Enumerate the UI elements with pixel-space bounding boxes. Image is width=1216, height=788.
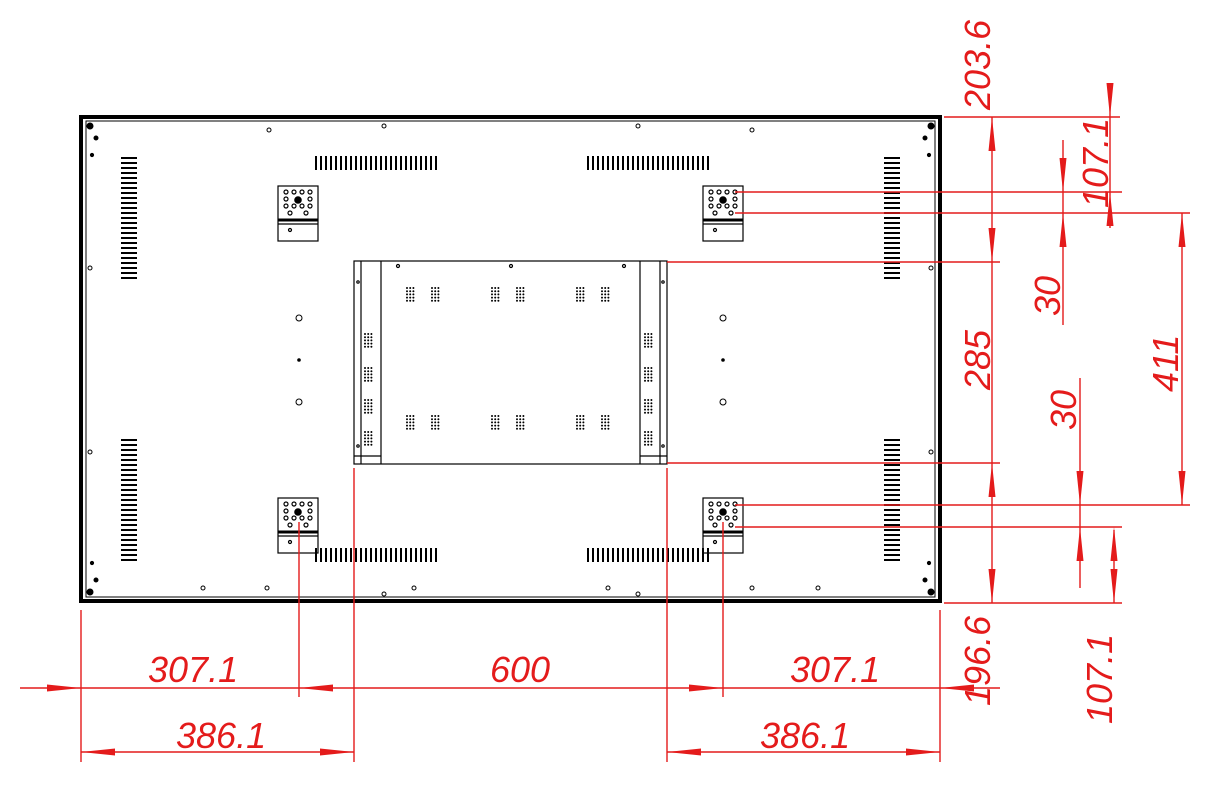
panel-outer-frame: [79, 115, 942, 603]
dim-30-top: 30: [1027, 276, 1068, 316]
dim-411: 411: [1145, 335, 1186, 392]
bracket-bottom-left: [277, 497, 319, 554]
dim-107-1-bottom: 107.1: [1079, 634, 1120, 724]
dim-307-1-right: 307.1: [790, 649, 880, 690]
bracket-top-left: [277, 185, 319, 242]
dim-386-1-left: 386.1: [176, 715, 266, 756]
dimension-arrowheads: [47, 83, 1186, 756]
dim-30-bottom: 30: [1043, 390, 1084, 430]
corner-screws: [86, 122, 935, 596]
dim-107-1-top: 107.1: [1075, 118, 1116, 208]
center-box-vent-dots: [364, 287, 653, 446]
dim-203-6: 203.6: [957, 19, 998, 111]
panel-screws: [87, 123, 934, 597]
panel-inner-frame: [85, 120, 936, 598]
dim-307-1-left: 307.1: [148, 649, 238, 690]
vent-slots: [121, 156, 900, 562]
dim-196-6: 196.6: [957, 615, 998, 706]
dim-386-1-right: 386.1: [760, 715, 850, 756]
mounting-brackets: [277, 185, 744, 554]
dim-600: 600: [490, 649, 550, 690]
dim-285: 285: [957, 329, 998, 391]
center-electronics-box: [353, 260, 668, 465]
panel-back-view: [79, 115, 942, 603]
panel-center-dots: [297, 358, 725, 362]
